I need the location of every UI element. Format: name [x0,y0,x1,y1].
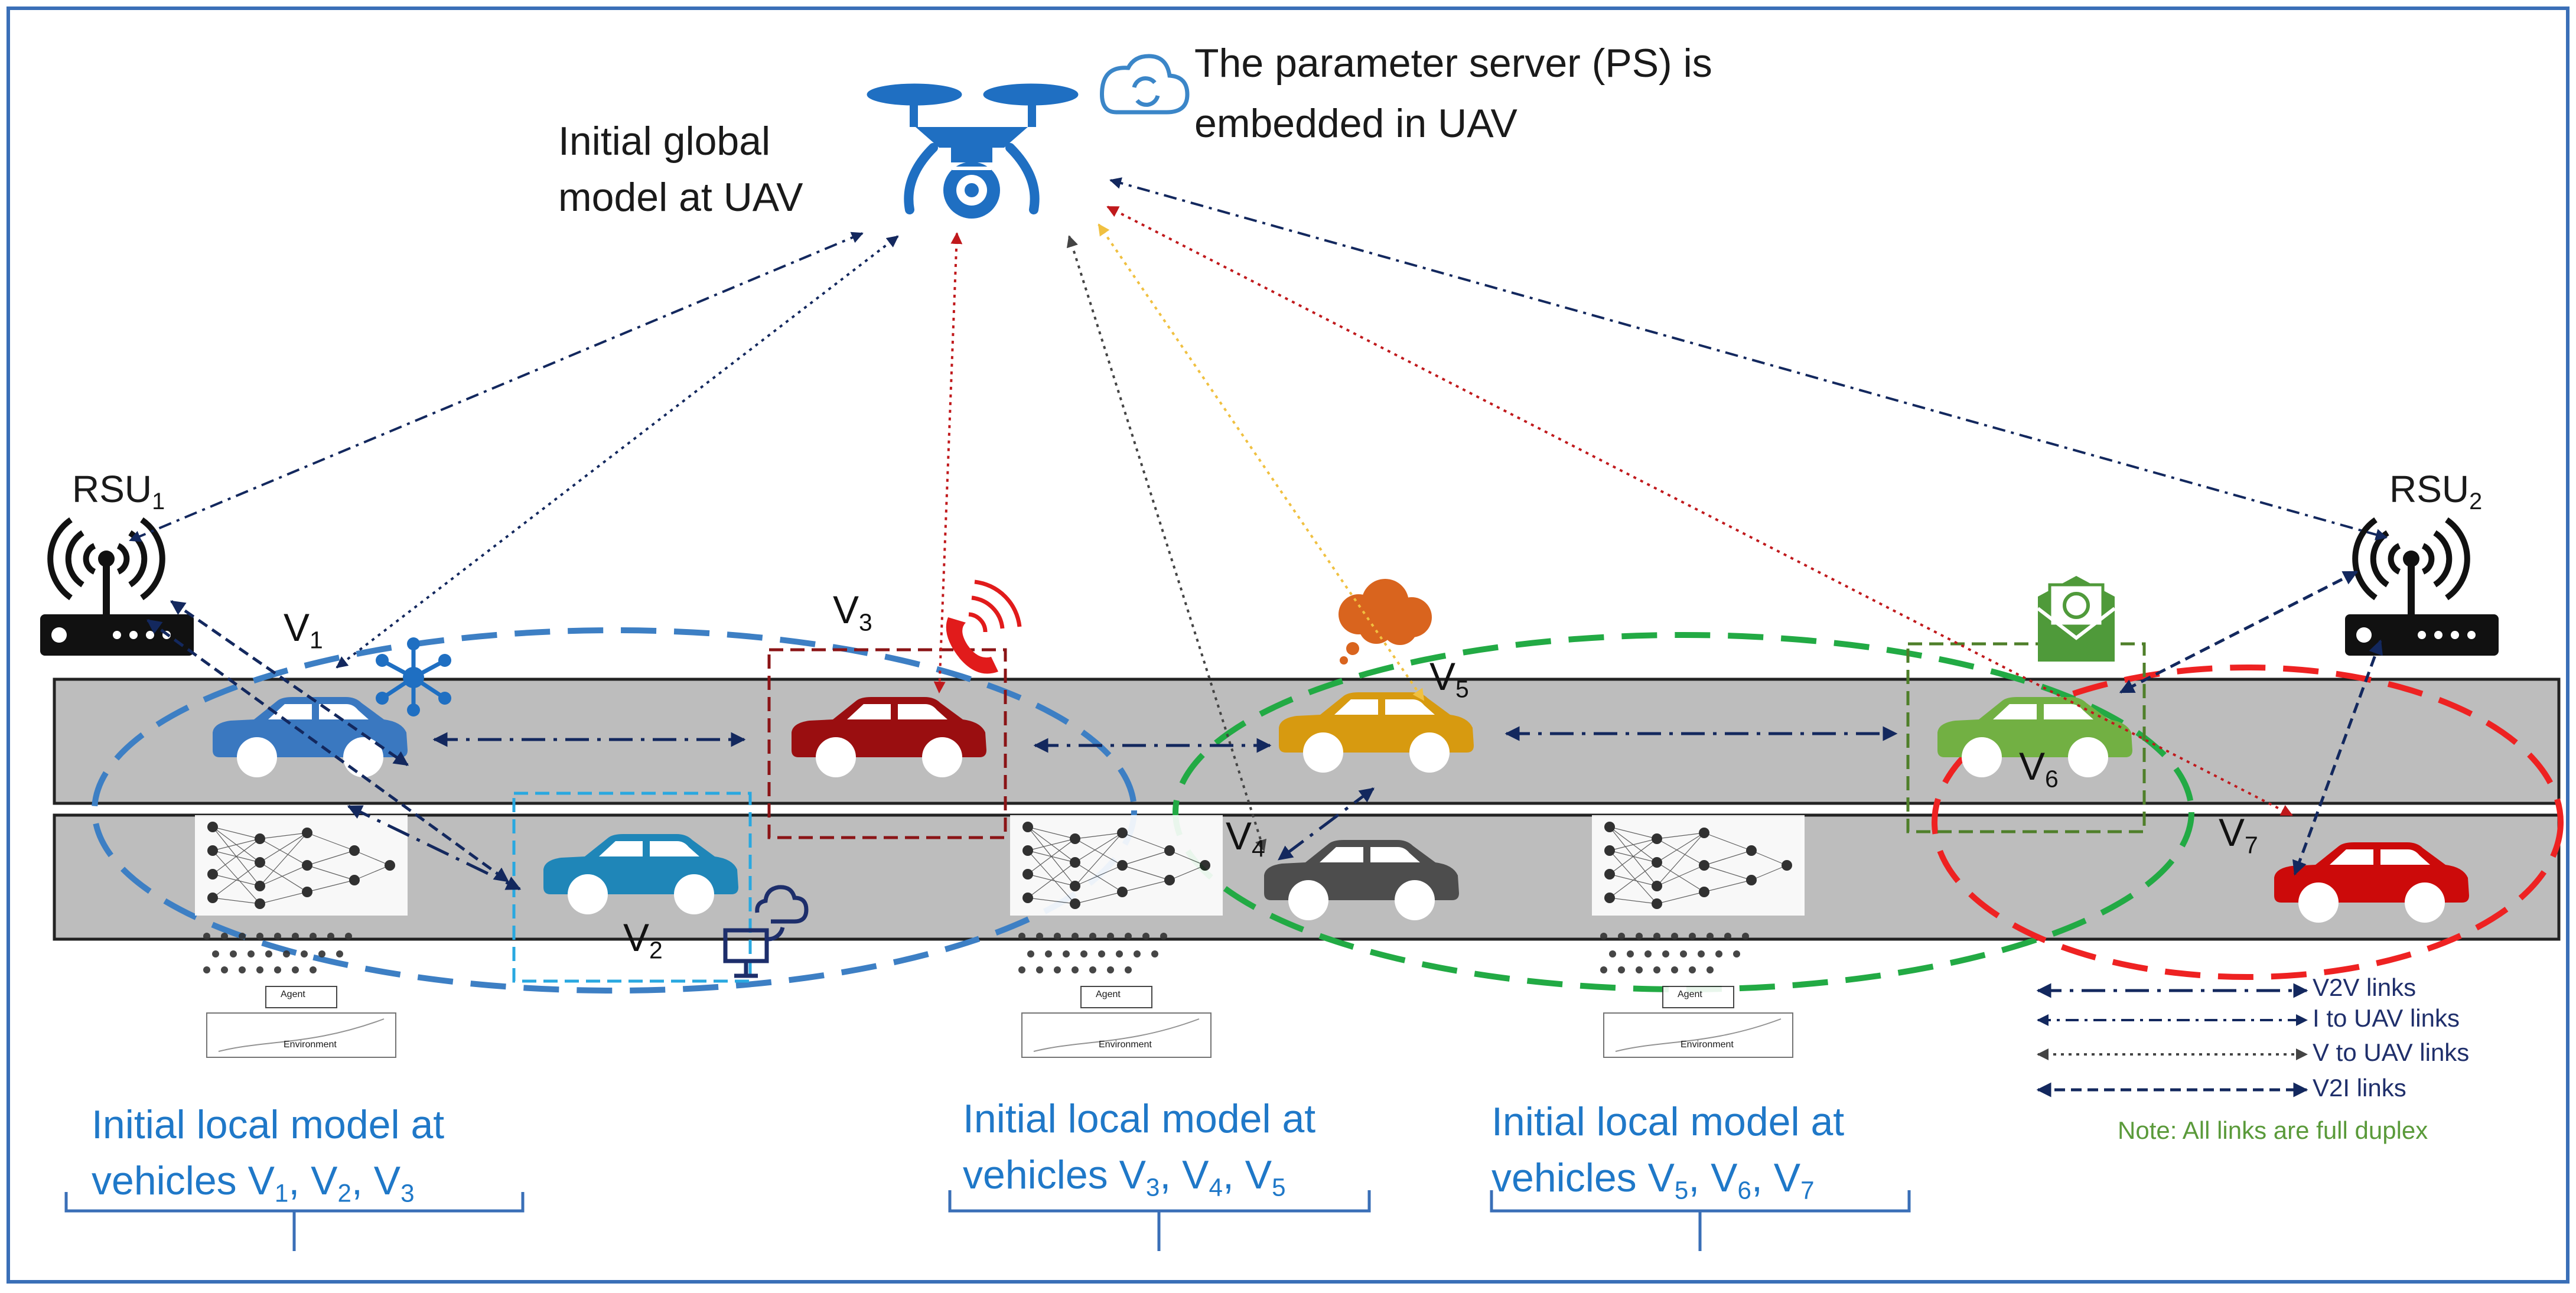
local-model-3-line1: Initial local model at [1491,1099,1845,1144]
brace-local-model-3 [1490,1190,1911,1251]
rsu2-v6-v2i-link [2119,570,2359,694]
nn1-environment-label: Environment [284,1040,337,1050]
local-model-1-line2: vehicles V1, V2, V3 [92,1158,415,1207]
rsu2-to-uav-link [1109,177,2388,540]
rsu1-router-icon [40,520,194,656]
global-model-line1: Initial global [558,119,771,164]
vehicle-label-v1: V1 [284,605,323,654]
nn3-agent-label: Agent [1678,989,1702,999]
local-model-2-line1: Initial local model at [963,1096,1316,1141]
legend-i-to-uav-label: I to UAV links [2313,1004,2460,1032]
legend-v2i-label: V2I links [2313,1074,2406,1102]
local-model-2-line2: vehicles V3, V4, V5 [963,1152,1286,1201]
uav-links [129,177,2388,852]
local-model-3-line2: vehicles V5, V6, V7 [1491,1155,1815,1204]
ground-links [146,570,2383,891]
weather-cloud-icon [1339,579,1432,665]
nn2-agent-label: Agent [1096,989,1121,999]
global-model-line2: model at UAV [558,175,803,220]
legend-arrows [2036,983,2308,1097]
vehicle-label-v2: V2 [623,916,663,964]
local-model-1-line1: Initial local model at [92,1102,445,1147]
brace-local-model-2 [948,1190,1371,1251]
rsu2-label: RSU2 [2389,468,2483,514]
rsu1-to-uav-link [129,232,864,542]
nn3-environment-label: Environment [1681,1040,1734,1050]
rsu1-label: RSU1 [72,468,165,514]
rsu1-v2-v2i-link [146,618,510,883]
phone-call-icon [946,579,1022,674]
cloud-sync-icon [1100,54,1190,115]
legend-note: Note: All links are full duplex [2118,1116,2428,1144]
v5-v4-v2v-link [1278,787,1375,861]
vehicle-label-v5: V5 [1429,654,1469,703]
ps-note-line1: The parameter server (PS) is [1194,41,1712,86]
braces [64,1190,1911,1251]
figure-border [6,6,2570,1284]
email-envelope-icon [2037,576,2116,662]
desktop-cloud-icon [723,885,809,978]
rsu2-router-icon [2345,520,2499,656]
rsu2-v7-v2i-link [2292,639,2383,876]
legend-v2v-label: V2V links [2313,973,2417,1001]
ps-note-line2: embedded in UAV [1194,101,1517,146]
nn1-agent-label: Agent [281,989,305,999]
nn2-environment-label: Environment [1099,1040,1152,1050]
brace-local-model-1 [64,1192,525,1251]
legend-v-to-uav-label: V to UAV links [2313,1038,2470,1066]
vehicle-label-v6: V6 [2019,744,2059,793]
vehicle-label-v7: V7 [2219,810,2258,859]
uav-drone-icon [867,83,1079,219]
vehicle-label-v3: V3 [833,588,872,636]
vehicle-label-v4: V4 [1226,814,1265,862]
v1-to-uav-link [336,235,899,669]
